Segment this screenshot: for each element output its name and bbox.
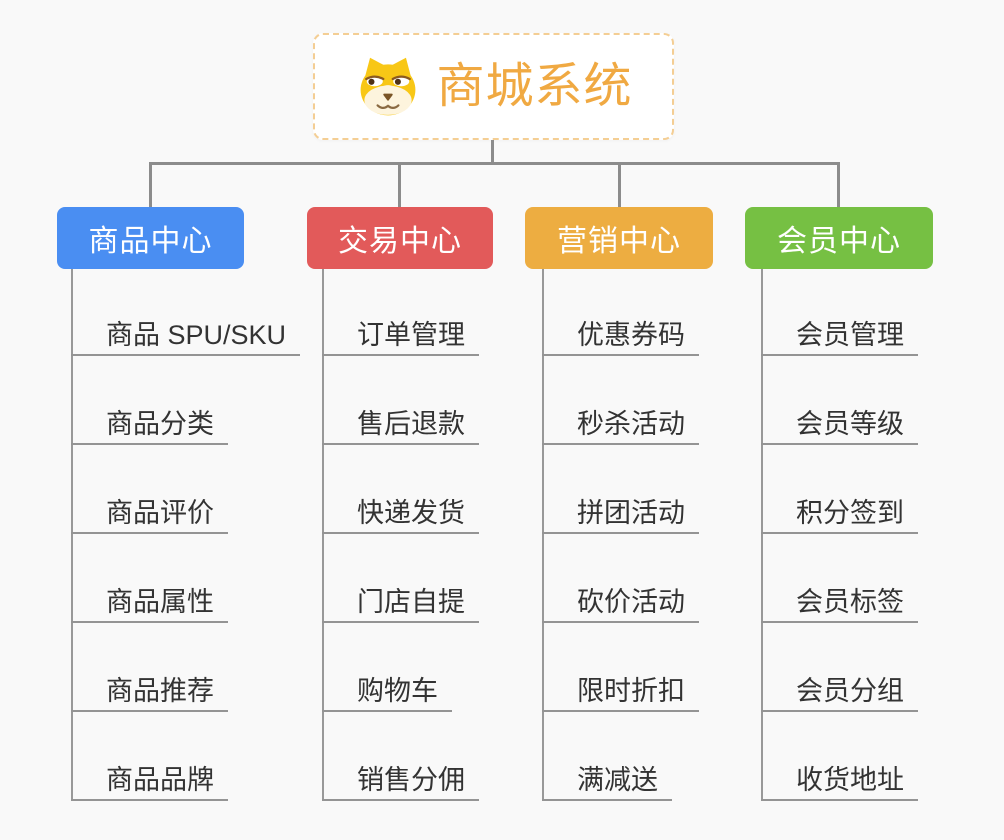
topic-item[interactable]: 收货地址 <box>761 766 918 801</box>
topic-item[interactable]: 商品 SPU/SKU <box>71 321 301 356</box>
topic-item[interactable]: 订单管理 <box>322 321 479 356</box>
topic-item[interactable]: 拼团活动 <box>542 499 699 534</box>
branch-spine-1 <box>71 269 73 800</box>
topic-item[interactable]: 商品属性 <box>71 588 228 623</box>
topic-item[interactable]: 砍价活动 <box>542 588 699 623</box>
topic-item[interactable]: 优惠券码 <box>542 321 699 356</box>
topic-item[interactable]: 快递发货 <box>322 499 479 534</box>
branch-spine-2 <box>322 269 324 800</box>
topic-item[interactable]: 购物车 <box>322 677 452 712</box>
connector-drop-4 <box>837 162 840 208</box>
topic-item[interactable]: 商品品牌 <box>71 766 228 801</box>
topic-item[interactable]: 秒杀活动 <box>542 410 699 445</box>
branch-spine-3 <box>542 269 544 800</box>
topic-item[interactable]: 满减送 <box>542 766 672 801</box>
branch-items-trade-center: 订单管理 售后退款 快递发货 门店自提 购物车 销售分佣 <box>322 269 479 801</box>
topic-item[interactable]: 会员分组 <box>761 677 918 712</box>
root-node[interactable]: 商城系统 <box>313 33 674 140</box>
topic-item[interactable]: 销售分佣 <box>322 766 479 801</box>
branch-items-product-center: 商品 SPU/SKU 商品分类 商品评价 商品属性 商品推荐 商品品牌 <box>71 269 301 801</box>
topic-item[interactable]: 限时折扣 <box>542 677 699 712</box>
topic-item[interactable]: 积分签到 <box>761 499 918 534</box>
connector-drop-2 <box>398 162 401 208</box>
connector-rail <box>149 162 840 165</box>
connector-root-stub <box>491 140 494 165</box>
branch-header-member-center[interactable]: 会员中心 <box>745 207 933 269</box>
branch-items-marketing-center: 优惠券码 秒杀活动 拼团活动 砍价活动 限时折扣 满减送 <box>542 269 699 801</box>
branch-spine-4 <box>761 269 763 800</box>
branch-items-member-center: 会员管理 会员等级 积分签到 会员标签 会员分组 收货地址 <box>761 269 918 801</box>
branch-header-product-center[interactable]: 商品中心 <box>57 207 244 269</box>
topic-item[interactable]: 会员标签 <box>761 588 918 623</box>
topic-item[interactable]: 会员管理 <box>761 321 918 356</box>
branch-header-marketing-center[interactable]: 营销中心 <box>525 207 713 269</box>
topic-item[interactable]: 商品推荐 <box>71 677 228 712</box>
connector-drop-3 <box>618 162 621 208</box>
topic-item[interactable]: 商品分类 <box>71 410 228 445</box>
topic-item[interactable]: 售后退款 <box>322 410 479 445</box>
topic-item[interactable]: 会员等级 <box>761 410 918 445</box>
connector-drop-1 <box>149 162 152 208</box>
dog-face-icon <box>354 55 422 119</box>
topic-item[interactable]: 商品评价 <box>71 499 228 534</box>
root-title: 商城系统 <box>436 59 633 113</box>
branch-header-trade-center[interactable]: 交易中心 <box>307 207 493 269</box>
topic-item[interactable]: 门店自提 <box>322 588 479 623</box>
